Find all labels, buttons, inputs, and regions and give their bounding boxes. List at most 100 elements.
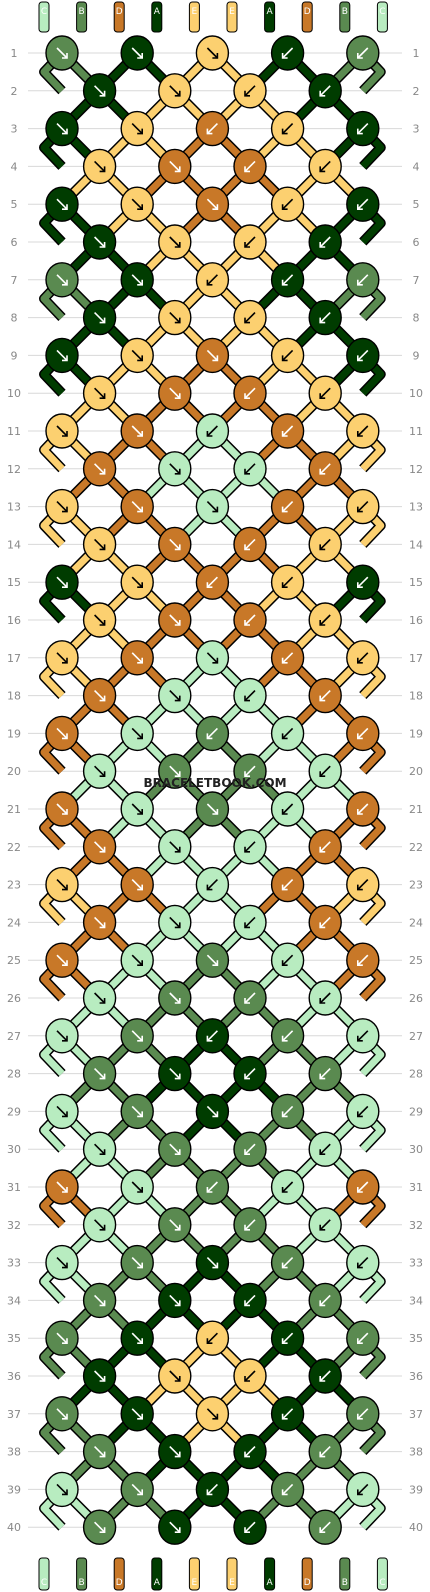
arrow-head-icon: [174, 695, 181, 702]
arrow-head-icon: [174, 998, 181, 1004]
arrow-head-icon: [137, 1035, 143, 1042]
arrow-down-left-icon: [206, 1332, 218, 1344]
knot: [195, 866, 230, 903]
arrow-down-right-icon: [131, 1483, 143, 1495]
arrow-down-right-icon: [94, 387, 106, 399]
arrow-down-left-icon: [244, 1143, 256, 1155]
arrow-head-icon: [62, 733, 68, 740]
knot: [346, 337, 380, 374]
arrow-head-icon: [244, 695, 250, 702]
row-number-left: 4: [11, 160, 18, 173]
strand-label-top: C: [379, 7, 385, 17]
arrow-head-icon: [62, 279, 68, 286]
knot: [45, 488, 79, 525]
strand-label-top: A: [267, 7, 274, 17]
knot: [308, 677, 342, 714]
arrow-down-left-icon: [244, 1446, 256, 1458]
knot: [45, 1471, 79, 1508]
knot: [308, 753, 342, 789]
strand-tab-top: D: [113, 1, 125, 33]
arrow-down-right-icon: [56, 47, 68, 59]
row-number-left: 32: [7, 1219, 21, 1232]
strand-tab-bottom-body: [76, 1557, 88, 1591]
knot: [270, 488, 305, 525]
arrow-head-icon: [356, 733, 363, 740]
arrow-down-right-icon: [206, 47, 218, 59]
arrow-down-left-icon: [282, 349, 294, 361]
row-number-right: 24: [409, 916, 423, 929]
arrow-head-icon: [62, 431, 68, 437]
row-number-left: 31: [7, 1181, 21, 1194]
arrow-head-icon: [244, 166, 250, 173]
arrow-down-left-icon: [282, 652, 294, 664]
strand-label-bottom: C: [41, 1578, 47, 1588]
arrow-head-icon: [137, 884, 143, 891]
row-number-left: 9: [11, 349, 18, 362]
strand-tab-top: C: [376, 1, 388, 33]
knot: [233, 73, 267, 109]
knot: [158, 1207, 192, 1243]
arrow-head-icon: [212, 809, 219, 815]
arrow-head-icon: [137, 582, 143, 589]
arrow-down-right-icon: [131, 1030, 143, 1042]
arrow-down-right-icon: [206, 501, 218, 513]
arrow-down-left-icon: [357, 879, 369, 891]
knot: [120, 337, 154, 374]
watermark-text: BRACELETBOOK.COM: [143, 776, 286, 790]
strand-tab-bottom-body: [226, 1557, 238, 1591]
arrow-down-left-icon: [357, 1181, 369, 1193]
row-number-right: 1: [413, 47, 420, 60]
knot: [158, 451, 192, 487]
knot: [120, 413, 154, 449]
arrow-down-right-icon: [206, 954, 218, 966]
knot: [195, 262, 230, 298]
knot: [233, 829, 267, 865]
arrow-head-icon: [244, 998, 250, 1004]
arrow-down-left-icon: [319, 916, 331, 928]
strand-tab-bottom: B: [339, 1557, 351, 1591]
knot: [195, 791, 230, 827]
row-number-left: 39: [7, 1483, 21, 1496]
arrow-head-icon: [62, 1338, 68, 1344]
row-number-right: 13: [409, 501, 423, 514]
arrow-down-right-icon: [56, 1105, 68, 1117]
knot: [82, 829, 117, 865]
arrow-down-left-icon: [357, 47, 369, 59]
arrow-down-right-icon: [169, 992, 181, 1004]
arrow-head-icon: [319, 1073, 326, 1080]
arrow-down-right-icon: [56, 123, 68, 135]
arrow-head-icon: [356, 1489, 363, 1496]
knot: [233, 904, 267, 941]
knot: [120, 715, 154, 752]
arrow-down-left-icon: [244, 841, 256, 853]
arrow-down-left-icon: [357, 1105, 369, 1117]
knot: [82, 904, 117, 941]
knot: [346, 791, 380, 827]
arrow-down-left-icon: [357, 501, 369, 513]
arrow-down-right-icon: [169, 1521, 181, 1533]
arrow-down-left-icon: [319, 1143, 331, 1155]
arrow-down-right-icon: [56, 1030, 68, 1042]
row-number-right: 37: [409, 1408, 423, 1421]
arrow-head-icon: [174, 771, 181, 778]
knot: [270, 715, 305, 752]
arrow-down-right-icon: [131, 1408, 143, 1420]
row-number-right: 23: [409, 879, 423, 892]
arrow-head-icon: [319, 242, 326, 248]
arrow-head-icon: [356, 279, 363, 286]
row-number-left: 29: [7, 1105, 21, 1118]
arrow-down-right-icon: [169, 916, 181, 928]
knot: [270, 1018, 305, 1054]
arrow-down-left-icon: [282, 198, 294, 210]
arrow-head-icon: [281, 960, 288, 967]
arrow-head-icon: [62, 1262, 68, 1269]
arrow-down-right-icon: [169, 614, 181, 626]
arrow-head-icon: [319, 90, 326, 97]
knot: [270, 1320, 305, 1356]
arrow-head-icon: [206, 128, 213, 135]
arrow-head-icon: [99, 846, 106, 853]
strand-tab-top: A: [264, 1, 276, 33]
knot: [308, 1433, 342, 1470]
arrow-down-right-icon: [94, 916, 106, 928]
arrow-head-icon: [174, 1149, 181, 1155]
